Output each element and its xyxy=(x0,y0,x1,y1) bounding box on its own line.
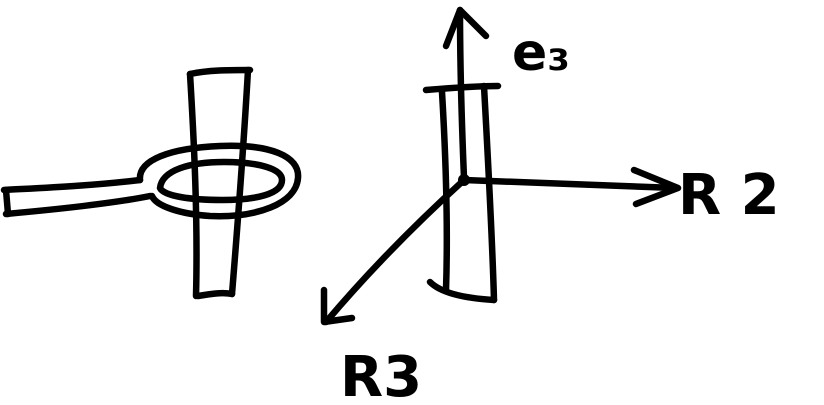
tube-top-cap xyxy=(190,70,250,74)
tube-right-side xyxy=(232,70,248,294)
axis-tube-right-side xyxy=(484,86,494,300)
label-e3: e₃ xyxy=(512,23,570,83)
loop-inner xyxy=(160,162,282,200)
loop-around-tube-figure xyxy=(4,70,298,296)
tube-left-side xyxy=(190,74,197,296)
axis-tube-left-side xyxy=(442,92,447,290)
e3-axis-line xyxy=(460,10,464,178)
e3-arrowhead xyxy=(446,10,486,46)
label-r2: R 2 xyxy=(678,163,780,228)
axis-tube-bottom xyxy=(430,282,494,300)
origin-point xyxy=(458,174,470,186)
rod-bottom-edge xyxy=(6,196,150,214)
axes-figure: e₃ R 2 R3 xyxy=(324,10,780,405)
tube-bottom-cap xyxy=(198,293,232,296)
r3-axis-line xyxy=(326,180,464,322)
r2-axis-line xyxy=(464,180,676,188)
rod-top-edge xyxy=(4,180,140,190)
rod-end xyxy=(6,190,8,214)
label-r3: R3 xyxy=(340,345,422,405)
